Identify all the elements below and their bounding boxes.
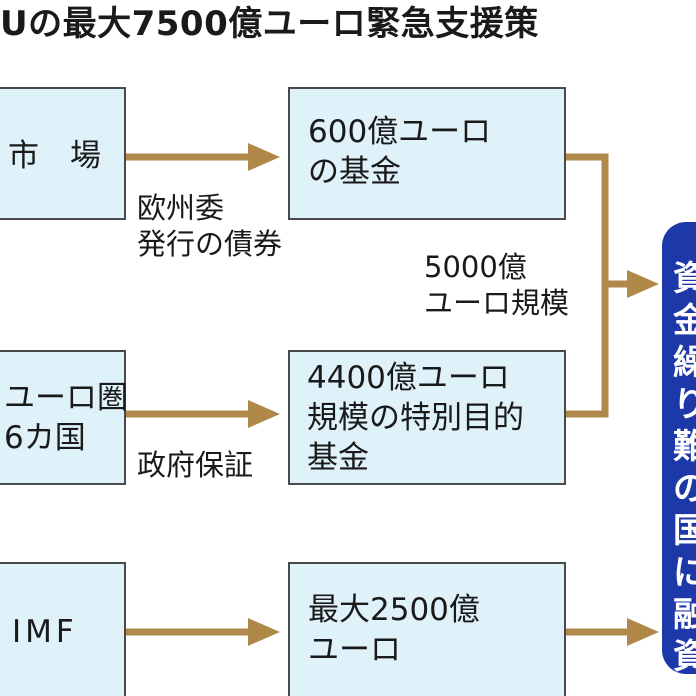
merge-bracket-connector (566, 153, 659, 418)
fund600-box-label: 600億ユーロ の基金 (308, 114, 492, 190)
arrow-imf2500-to-result (566, 618, 659, 646)
fund4400-box-label: 4400億ユーロ 規模の特別目的 基金 (307, 360, 524, 476)
bonds-label: 欧州委 発行の債券 (137, 191, 283, 261)
imf2500-box (288, 562, 566, 696)
arrow-euro16-to-fund4400 (126, 400, 280, 428)
guarantee-label: 政府保証 (137, 448, 254, 482)
diagram-title: Uの最大7500億ユーロ緊急支援策 (0, 4, 539, 44)
market-box (0, 87, 126, 220)
fund600-box (288, 87, 566, 220)
imf2500-box-label: 最大2500億 ユーロ (308, 592, 480, 668)
euro16-box-label: ユーロ圏 6カ国 (4, 380, 128, 456)
fund4400-box (288, 350, 566, 485)
result-box-label: 資金繰り難の国に融資 (673, 259, 696, 677)
euro16-box (0, 350, 126, 485)
arrow-imf-to-imf2500 (126, 618, 280, 646)
scale5000-label: 5000億 ユーロ規模 (424, 250, 570, 320)
imf-box-label: IMF (12, 614, 78, 650)
imf-box (0, 562, 126, 696)
market-box-label: 市 場 (8, 138, 101, 174)
arrow-market-to-fund600 (126, 143, 280, 171)
result-box (662, 222, 696, 674)
